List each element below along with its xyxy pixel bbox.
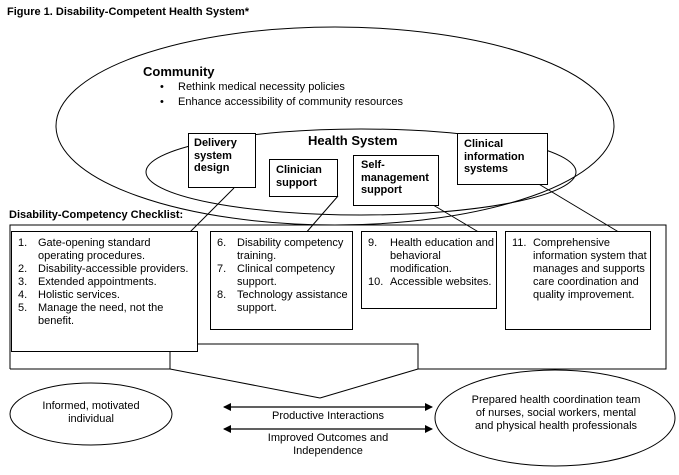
clinical-information-systems-box: Clinical information systems xyxy=(457,133,548,185)
checklist-group-3-list: 9.Health education and behavioral modifi… xyxy=(368,237,494,289)
community-title: Community xyxy=(143,64,215,79)
clinical-information-systems-label: Clinical information systems xyxy=(464,138,525,176)
checklist-group-4: 11.Comprehensive information system that… xyxy=(505,231,651,330)
figure-title: Figure 1. Disability-Competent Health Sy… xyxy=(7,6,250,18)
checklist-group-2: 6.Disability competency training. 7.Clin… xyxy=(210,231,353,330)
checklist-item: 5.Manage the need, not the benefit. xyxy=(18,302,164,327)
checklist-item: 9.Health education and behavioral modifi… xyxy=(368,237,494,275)
delivery-system-design-box: Delivery system design xyxy=(188,133,256,188)
health-system-title: Health System xyxy=(308,133,398,148)
community-bullets: Rethink medical necessity policies Enhan… xyxy=(160,80,403,110)
individual-label: Informed, motivated individual xyxy=(42,400,140,425)
clinician-support-box: Clinician support xyxy=(269,159,338,197)
clinician-support-label: Clinician support xyxy=(276,164,322,189)
productive-interactions-label: Productive Interactions xyxy=(272,410,384,422)
self-management-support-box: Self-management support xyxy=(353,155,439,206)
team-label: Prepared health coordination team of nur… xyxy=(471,394,641,432)
checklist-group-3: 9.Health education and behavioral modifi… xyxy=(361,231,497,309)
community-bullet: Rethink medical necessity policies xyxy=(160,80,403,95)
improved-outcomes-label: Improved Outcomes and Independence xyxy=(267,432,389,457)
checklist-item: 2.Disability-accessible providers. xyxy=(18,263,189,275)
team-oval xyxy=(434,369,676,467)
delivery-system-design-label: Delivery system design xyxy=(194,137,237,175)
checklist-item: 7.Clinical competency support. xyxy=(217,263,335,288)
checklist-group-4-list: 11.Comprehensive information system that… xyxy=(512,237,648,302)
individual-oval xyxy=(9,382,173,446)
checklist-item: 11.Comprehensive information system that… xyxy=(512,237,647,301)
checklist-item: 3.Extended appointments. xyxy=(18,276,157,288)
checklist-group-1: 1.Gate-opening standard operating proced… xyxy=(11,231,198,352)
self-management-support-label: Self-management support xyxy=(361,159,429,197)
checklist-group-1-list: 1.Gate-opening standard operating proced… xyxy=(18,237,190,328)
checklist-item: 4.Holistic services. xyxy=(18,289,120,301)
community-bullet: Enhance accessibility of community resou… xyxy=(160,95,403,110)
health-system-ellipse xyxy=(145,128,577,216)
checklist-item: 8.Technology assistance support. xyxy=(217,289,348,314)
checklist-item: 10.Accessible websites. xyxy=(368,276,492,288)
arrow-clinical-info xyxy=(521,173,633,241)
checklist-item: 6.Disability competency training. xyxy=(217,237,344,262)
funnel-left xyxy=(169,368,321,399)
checklist-group-2-list: 6.Disability competency training. 7.Clin… xyxy=(217,237,349,315)
checklist-title: Disability-Competency Checklist: xyxy=(9,209,184,221)
checklist-item: 1.Gate-opening standard operating proced… xyxy=(18,237,151,262)
funnel-right xyxy=(319,368,419,399)
